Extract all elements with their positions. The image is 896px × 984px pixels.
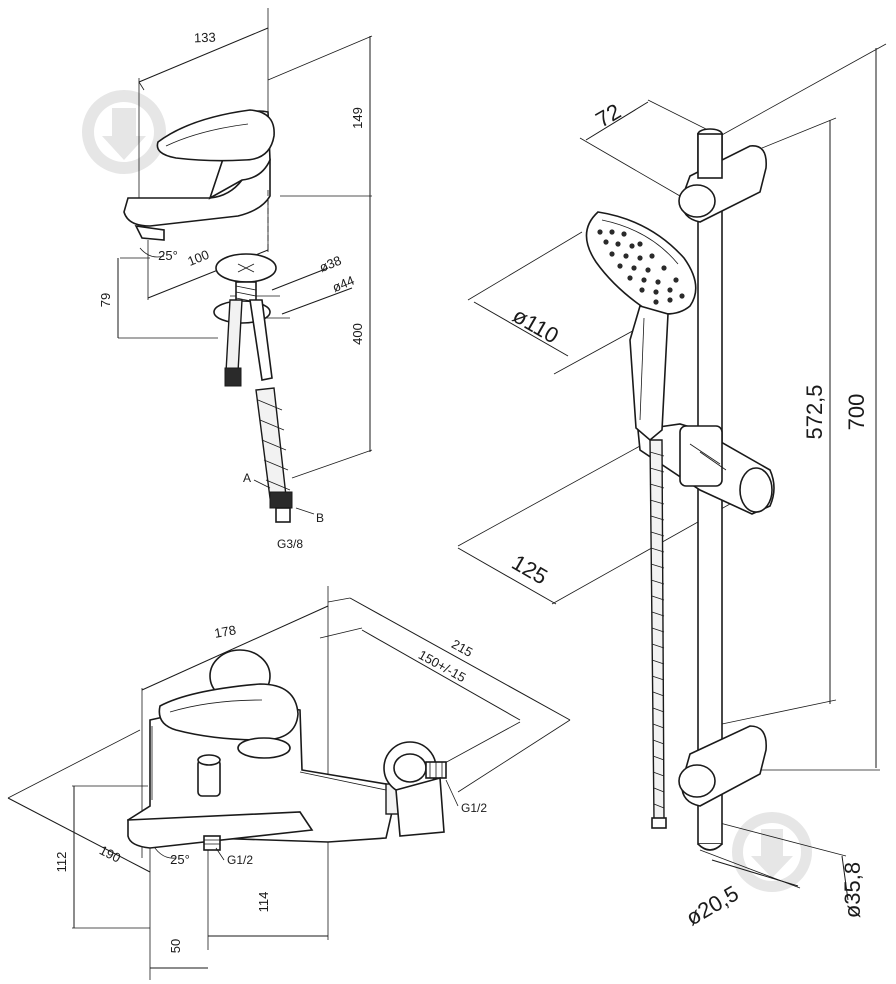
- label-g38: G3/8: [277, 537, 303, 551]
- dim-358: ø35,8: [840, 862, 865, 918]
- label-a: A: [243, 471, 251, 485]
- label-b: B: [316, 511, 324, 525]
- label-g12-right: G1/2: [461, 801, 487, 815]
- dim-700: 700: [844, 394, 869, 431]
- dim-114: 114: [256, 892, 271, 913]
- dim-125: 125: [508, 549, 552, 589]
- label-g12-left: G1/2: [227, 853, 253, 867]
- dim-72: 72: [591, 99, 625, 133]
- dim-112: 112: [54, 852, 69, 873]
- shower-set-drawing: 72 ø110 125 572,5 700 ø20,5 ø35,8: [457, 43, 887, 931]
- dim-100: 100: [185, 247, 211, 269]
- dim-110: ø110: [508, 303, 563, 349]
- dim-50: 50: [168, 939, 183, 953]
- dim-149: 149: [350, 107, 365, 129]
- dim-44: ø44: [330, 273, 356, 295]
- dim-79: 79: [98, 293, 113, 307]
- dim-38: ø38: [317, 253, 343, 275]
- dim-178: 178: [213, 622, 237, 641]
- watermark-logo-icon: [732, 812, 812, 892]
- watermark-logo-icon: [82, 90, 166, 174]
- dim-205: ø20,5: [682, 881, 743, 931]
- dim-400: 400: [350, 323, 365, 345]
- dim-190: 190: [97, 842, 123, 865]
- bath-mixer-drawing: 178 215 150+/-15 190 112 114 50 25°: [7, 586, 571, 980]
- dim-133: 133: [194, 30, 216, 46]
- angle-25-bath: 25°: [170, 852, 190, 867]
- angle-25: 25°: [158, 248, 178, 263]
- dim-5725: 572,5: [802, 384, 827, 439]
- basin-mixer-drawing: 133 149 400 79 100 ø38 ø44 25°: [98, 8, 373, 551]
- dim-215: 215: [449, 636, 475, 660]
- hand-shower-head: [585, 211, 697, 442]
